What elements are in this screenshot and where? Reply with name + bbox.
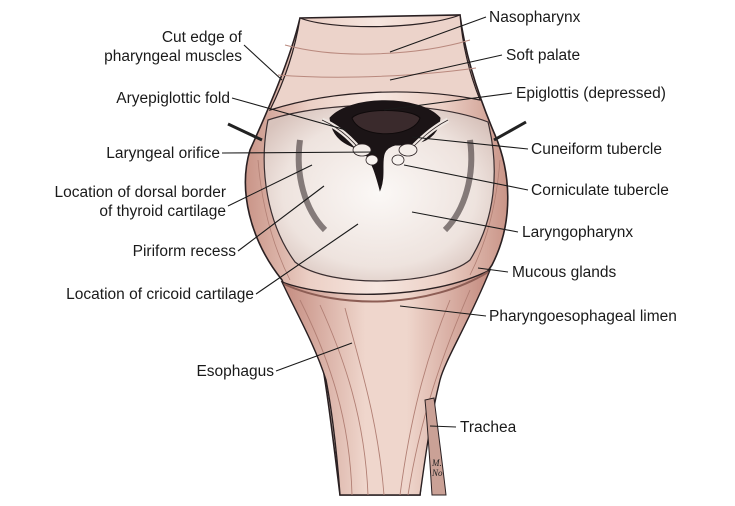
label-dorsal-border-line2: of thyroid cartilage	[99, 203, 226, 220]
label-piriform-recess: Piriform recess	[132, 243, 236, 260]
label-trachea: Trachea	[460, 419, 517, 436]
label-laryngopharynx: Laryngopharynx	[522, 224, 634, 241]
label-esophagus: Esophagus	[196, 363, 274, 380]
label-pharyngoesophageal-limen: Pharyngoesophageal limen	[489, 308, 677, 325]
signature-line2: No	[432, 468, 443, 478]
trachea-shape	[424, 397, 447, 496]
label-cut-edge-line2: pharyngeal muscles	[104, 48, 242, 65]
label-cuneiform-tubercle: Cuneiform tubercle	[531, 141, 662, 158]
epiglottis-shape	[351, 110, 421, 135]
esophagus-shape	[280, 268, 492, 496]
label-cricoid: Location of cricoid cartilage	[66, 286, 254, 303]
label-cut-edge-line1: Cut edge of	[161, 29, 242, 46]
label-soft-palate: Soft palate	[506, 47, 581, 64]
label-corniculate-tubercle: Corniculate tubercle	[531, 182, 669, 199]
label-cut-edge: Cut edge of pharyngeal muscles	[60, 28, 242, 66]
artist-signature: M. No	[432, 458, 443, 478]
label-aryepiglottic-fold: Aryepiglottic fold	[116, 90, 230, 107]
label-dorsal-border-line1: Location of dorsal border	[54, 184, 226, 201]
label-dorsal-border: Location of dorsal border of thyroid car…	[10, 183, 226, 221]
label-laryngeal-orifice: Laryngeal orifice	[106, 145, 220, 162]
label-nasopharynx: Nasopharynx	[489, 9, 581, 26]
label-mucous-glands: Mucous glands	[512, 264, 617, 281]
signature-line1: M.	[432, 458, 442, 468]
label-epiglottis: Epiglottis (depressed)	[516, 85, 666, 102]
